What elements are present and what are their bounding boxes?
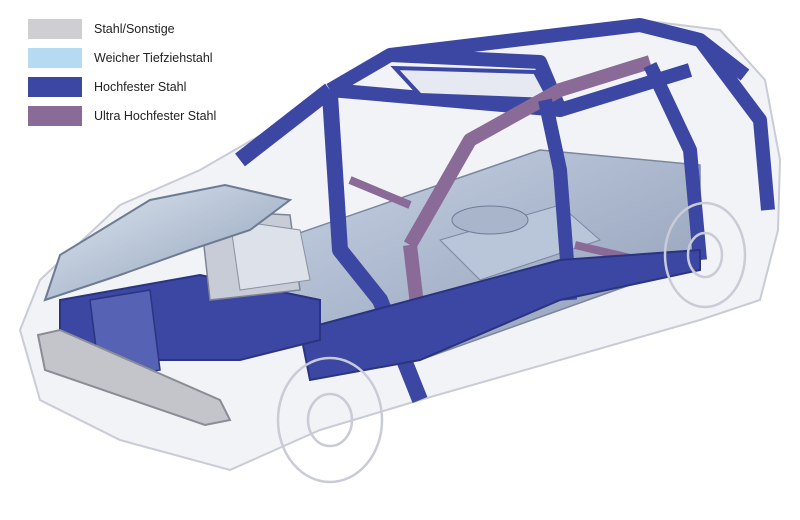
side-sill [298,248,701,382]
legend-label: Weicher Tiefziehstahl [94,51,213,65]
legend-label: Hochfester Stahl [94,80,187,94]
hood-panel [43,183,293,302]
legend-item-mild-steel: Weicher Tiefziehstahl [28,47,216,69]
legend-label: Stahl/Sonstige [94,22,175,36]
front-structure [59,209,321,381]
legend-swatch-other-steel [28,19,82,39]
front-bumper-beam [36,328,232,427]
legend-item-ultra-high-strength-steel: Ultra Hochfester Stahl [28,105,216,127]
legend-swatch-high-strength-steel [28,77,82,97]
legend-item-high-strength-steel: Hochfester Stahl [28,76,216,98]
legend-item-other-steel: Stahl/Sonstige [28,18,216,40]
legend-swatch-mild-steel [28,48,82,68]
sunroof-opening [390,65,554,103]
wheels [276,201,747,484]
rear-pillars [538,35,775,301]
legend-label: Ultra Hochfester Stahl [94,109,217,123]
material-legend: Stahl/Sonstige Weicher Tiefziehstahl Hoc… [28,18,216,134]
legend-swatch-ultra-high-strength-steel [28,106,82,126]
